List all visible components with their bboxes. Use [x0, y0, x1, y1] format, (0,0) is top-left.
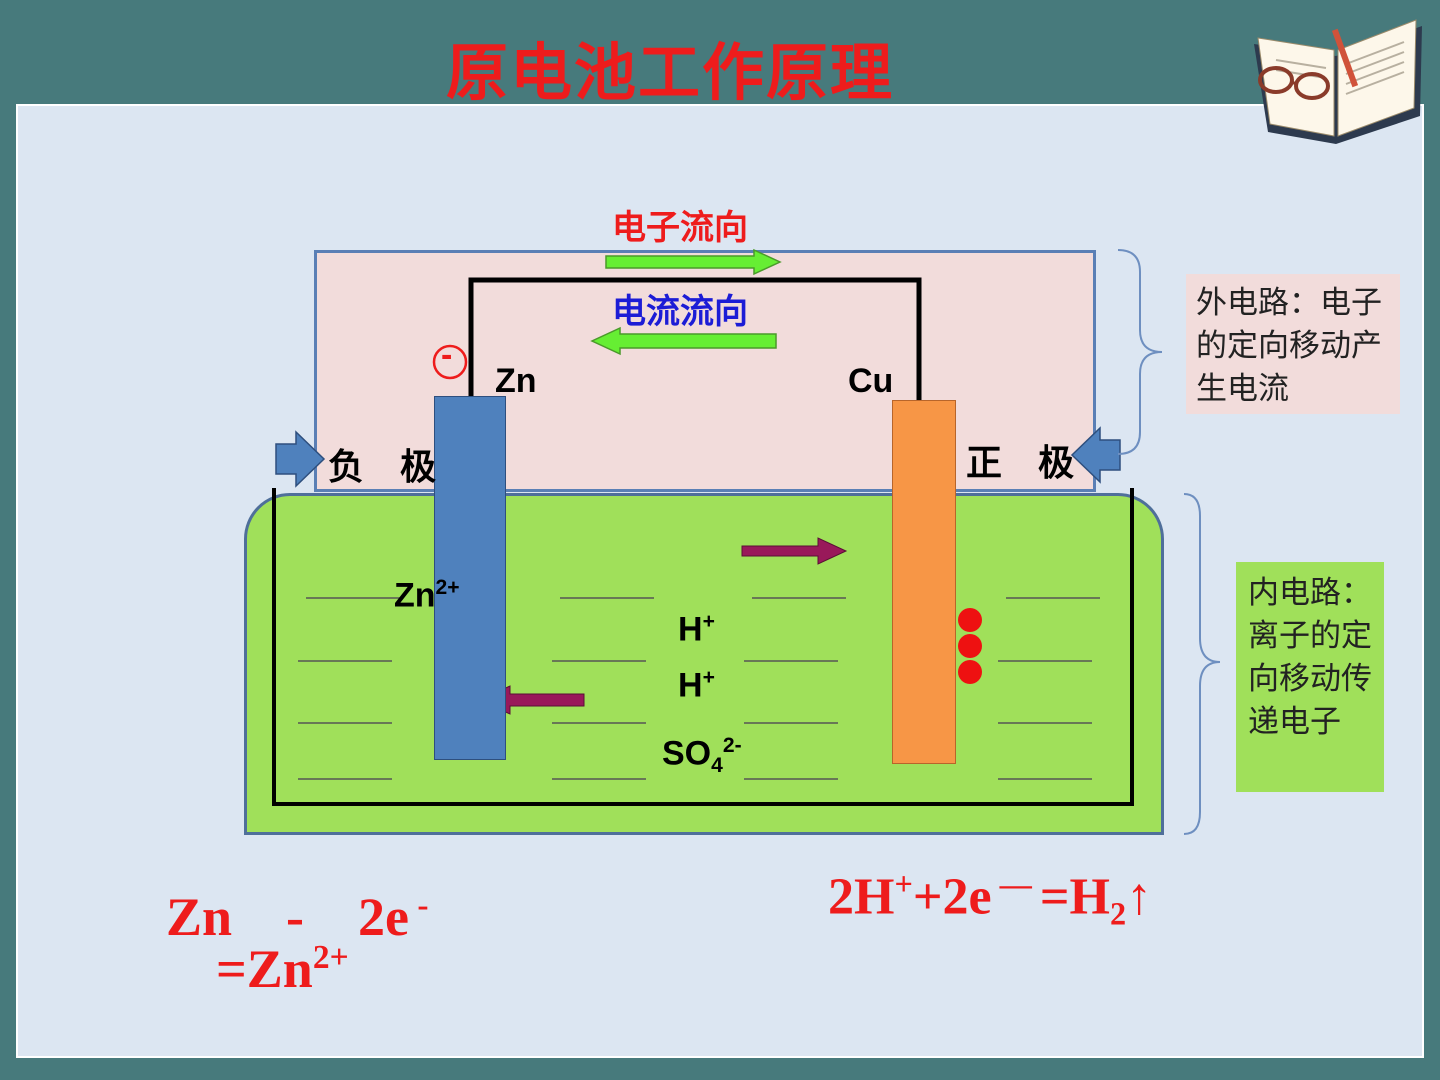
copper-label: Cu	[848, 362, 894, 400]
electrolyte-solution	[244, 493, 1164, 835]
outer-circuit-note: 外电路：电子的定向移动产生电流	[1186, 274, 1400, 414]
negative-electrode-equation-line2: =Zn2+	[216, 939, 349, 999]
negative-sign: -	[441, 336, 453, 374]
hydrogen-ion-label: H+	[678, 666, 715, 705]
sulfate-ion-label: SO42-	[662, 734, 742, 778]
positive-pole-label: 正 极	[966, 443, 1075, 484]
zinc-label: Zn	[495, 362, 537, 400]
negative-electrode-equation-line1: Zn - 2e -	[166, 887, 429, 947]
electron-flow-label: 电子流向	[612, 208, 748, 248]
inner-circuit-note: 内电路：离子的定向移动传递电子	[1236, 562, 1384, 792]
copper-electrode	[892, 400, 956, 764]
current-flow-label: 电流流向	[612, 292, 748, 332]
zinc-ion-label: Zn2+	[394, 576, 460, 615]
hydrogen-ion-label: H+	[678, 610, 715, 649]
negative-pole-label: 负 极	[328, 447, 437, 488]
book-with-glasses-icon	[1254, 19, 1422, 144]
slide-title: 原电池工作原理	[445, 36, 894, 109]
positive-electrode-equation: 2H++2e — =H2↑	[828, 866, 1153, 932]
zinc-electrode	[434, 396, 506, 760]
